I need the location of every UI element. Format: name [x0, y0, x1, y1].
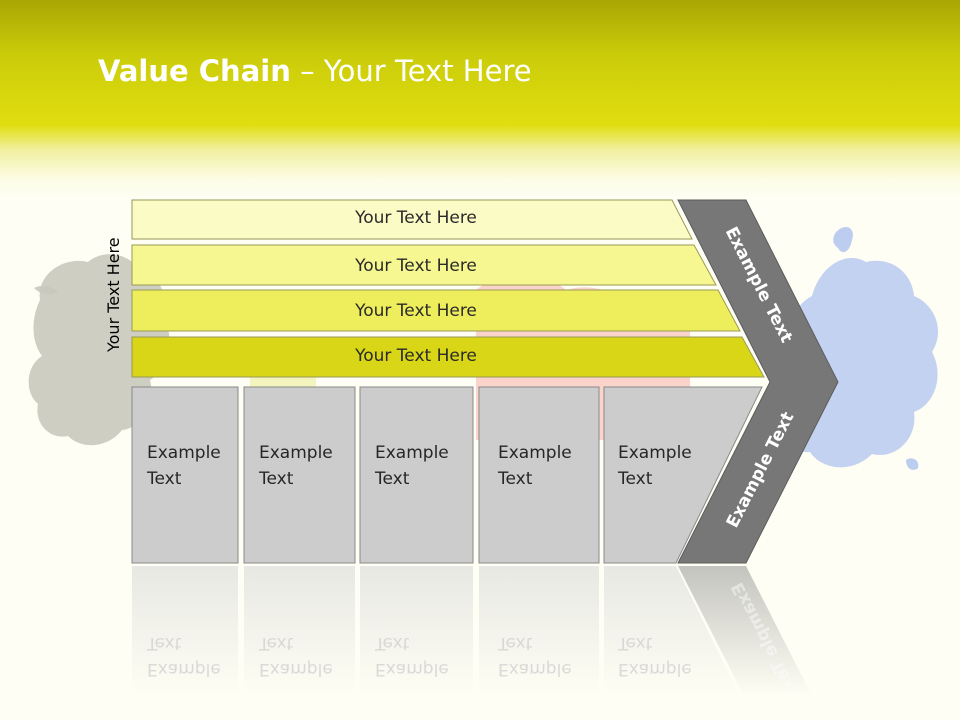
side-label: Your Text Here [104, 237, 123, 352]
grey-splash-drop [34, 285, 58, 295]
bar-1-shape [131, 199, 693, 240]
box-1-reflection-text: Example Text [147, 630, 221, 682]
slide-title: Value Chain – Your Text Here [98, 54, 532, 88]
box-4-reflection-text: Example Text [498, 630, 572, 682]
blue-splash-droplet [906, 458, 919, 470]
box-3-line-2: Text [375, 469, 410, 489]
chevron-reflection [678, 566, 812, 696]
bar-3-shape [131, 289, 741, 332]
chevron-shape [677, 199, 839, 564]
box-2-reflection-line-2: Text [259, 633, 294, 653]
box-4-reflection [479, 566, 599, 696]
bar-3-label: Your Text Here [355, 301, 477, 321]
box-1-text: Example Text [147, 440, 221, 492]
box-4-line-1: Example [498, 443, 572, 463]
bar-2-shape [131, 244, 717, 286]
blue-splash-drop [833, 226, 853, 253]
box-3-reflection-text: Example Text [375, 630, 449, 682]
box-1-shape [131, 386, 239, 564]
box-5-line-2: Text [618, 469, 653, 489]
title-bold: Value Chain [98, 54, 291, 88]
box-3-shape [359, 386, 474, 564]
box-2-line-1: Example [259, 443, 333, 463]
box-5-shape [603, 386, 763, 564]
box-3-reflection-line-2: Text [375, 633, 410, 653]
box-5-reflection [604, 566, 740, 696]
box-5-line-1: Example [618, 443, 692, 463]
box-5-reflection-line-1: Example [618, 659, 692, 679]
box-4-shape [478, 386, 600, 564]
box-1-reflection-line-1: Example [147, 659, 221, 679]
box-5-reflection-line-2: Text [618, 633, 653, 653]
header-band [0, 0, 960, 200]
title-rest: – Your Text Here [290, 54, 532, 88]
bar-2-label: Your Text Here [355, 256, 477, 276]
box-4-line-2: Text [498, 469, 533, 489]
box-1-reflection [132, 566, 238, 696]
box-4-text: Example Text [498, 440, 572, 492]
box-2-line-2: Text [259, 469, 294, 489]
box-1-line-2: Text [147, 469, 182, 489]
bar-4-shape [131, 336, 765, 378]
box-3-reflection [360, 566, 473, 696]
box-4-reflection-line-2: Text [498, 633, 533, 653]
box-1-line-1: Example [147, 443, 221, 463]
box-3-line-1: Example [375, 443, 449, 463]
box-3-reflection-line-1: Example [375, 659, 449, 679]
box-3-text: Example Text [375, 440, 449, 492]
box-2-shape [243, 386, 356, 564]
box-5-reflection-text: Example Text [618, 630, 692, 682]
box-2-reflection-text: Example Text [259, 630, 333, 682]
box-2-reflection [244, 566, 355, 696]
bar-1-label: Your Text Here [355, 208, 477, 228]
bar-4-label: Your Text Here [355, 346, 477, 366]
box-5-text: Example Text [618, 440, 692, 492]
box-2-reflection-line-1: Example [259, 659, 333, 679]
box-2-text: Example Text [259, 440, 333, 492]
box-4-reflection-line-1: Example [498, 659, 572, 679]
box-1-reflection-line-2: Text [147, 633, 182, 653]
